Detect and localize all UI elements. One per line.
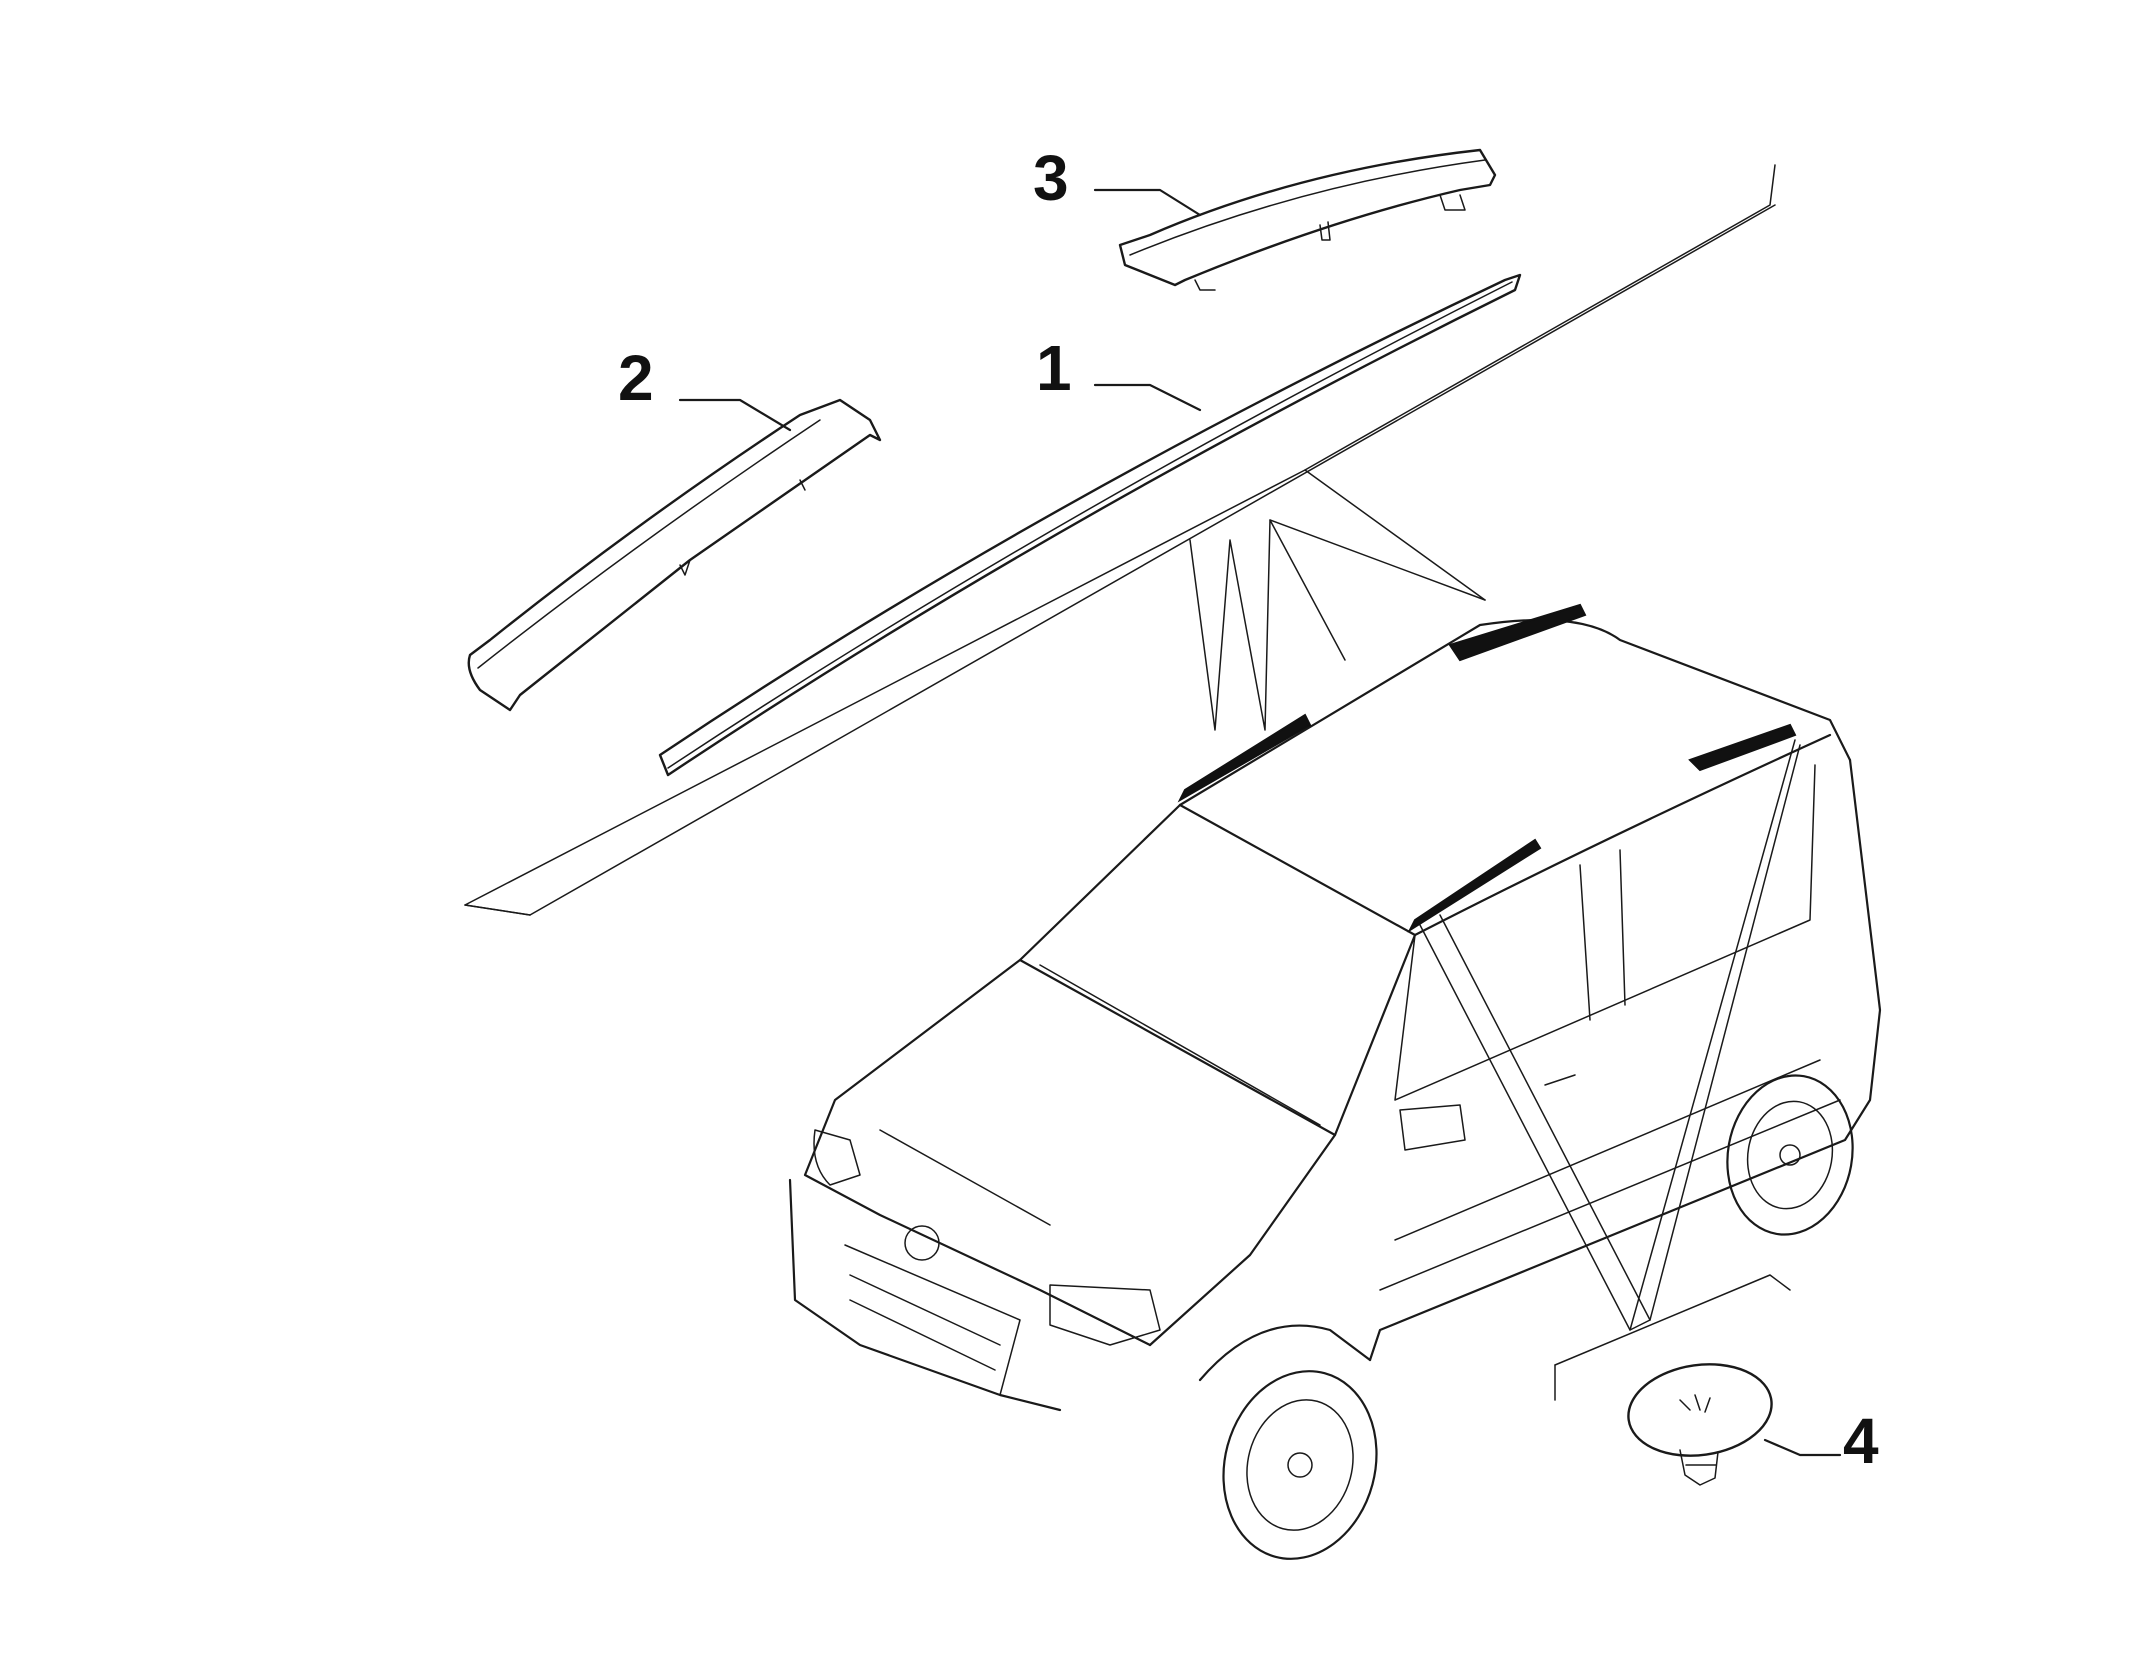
callout-leaders xyxy=(678,188,1842,1457)
part-2-front-cover xyxy=(467,398,882,712)
roof-rail-left-rear xyxy=(1448,603,1587,662)
callout-2: 2 xyxy=(618,342,654,414)
roof-rail-right-rear xyxy=(1688,723,1797,772)
callout-1: 1 xyxy=(1036,332,1072,404)
part-4-clip xyxy=(1627,1363,1773,1486)
leader-3 xyxy=(1093,188,1202,217)
leader-lines xyxy=(1189,519,1801,1331)
explode-frame xyxy=(464,164,1791,1401)
part-1-roof-rail xyxy=(658,273,1522,777)
callout-4: 4 xyxy=(1843,1405,1879,1477)
callout-3: 3 xyxy=(1033,142,1069,214)
leader-2 xyxy=(678,398,792,432)
fiat-badge xyxy=(904,1225,940,1261)
callout-labels: 3 2 1 4 xyxy=(618,142,1879,1477)
leader-4 xyxy=(1763,1438,1842,1457)
roof-rail-left-front xyxy=(1177,713,1312,803)
car-body xyxy=(788,603,1882,1560)
roof-rail-right-front xyxy=(1407,838,1542,933)
part-3-rear-cover xyxy=(1118,148,1497,291)
leader-1 xyxy=(1093,383,1202,412)
